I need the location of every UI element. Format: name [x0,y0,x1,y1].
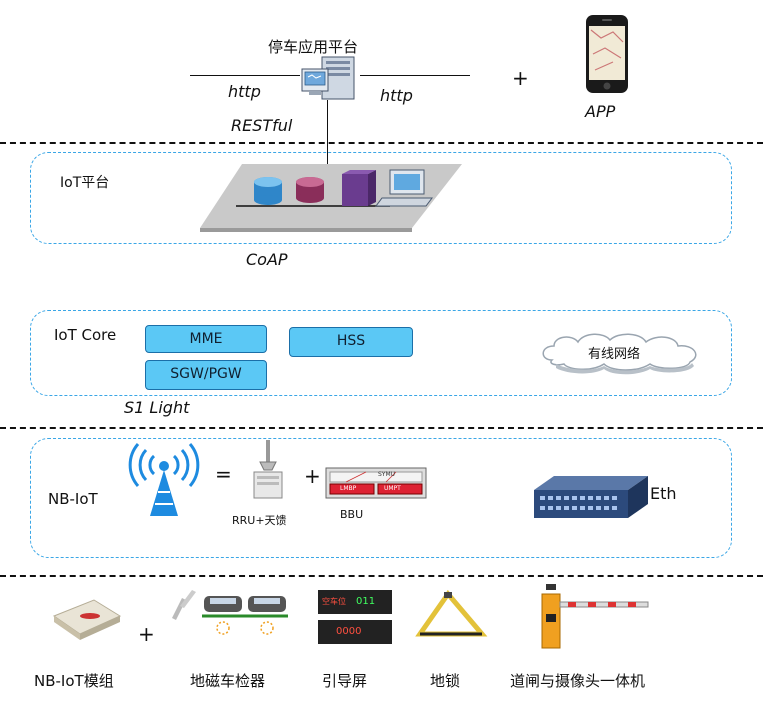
divider-3 [0,575,763,577]
smartphone-icon [586,15,628,93]
http-line-right [360,75,470,76]
iot-platform-panel [30,152,732,244]
nbiot-panel [30,438,732,558]
iot-platform-illustration [200,164,462,232]
http-line-left [190,75,300,76]
gate-camera-icon [541,584,649,649]
cloud-label: 有线网络 [588,347,641,362]
guide-screen-icon [318,590,392,644]
detector-label: 地磁车检器 [190,672,266,690]
ethernet-switch-icon [534,476,648,518]
guide-screen-line2: 011 [356,596,376,607]
restful-label: RESTful [231,116,293,135]
nbiot-label: NB-IoT [48,490,98,508]
server-icon [301,56,355,100]
bbu-board-symu: SYMU [378,471,396,478]
coap-label: CoAP [246,250,288,269]
bbu-board-umpt: UMPT [384,485,401,492]
magnetic-detector-icon [172,590,288,635]
iot-core-panel [30,310,732,396]
bbu-board-lmbp: LMBP [340,485,357,492]
nbiot-equals: = [215,462,232,486]
eth-label: Eth [650,484,677,503]
http-left-label: http [228,82,261,101]
http-right-label: http [380,86,413,105]
guide-screen-line1: 空车位 [322,597,346,606]
divider-1 [0,142,763,144]
nbiot-plus: + [304,464,321,488]
app-label: APP [585,102,616,121]
rru-icon [253,440,283,499]
nbiot-module-icon [52,599,122,640]
rru-label: RRU+天馈 [232,514,287,527]
parking-lock-label: 地锁 [430,672,461,690]
divider-2 [0,427,763,429]
module-label: NB-IoT模组 [34,672,114,690]
devices-plus: + [138,622,155,646]
sgw-pgw-box: SGW/PGW [145,360,267,390]
guide-screen-label: 引导屏 [322,672,368,690]
antenna-tower-icon [128,443,200,516]
platform-title: 停车应用平台 [268,38,359,56]
gate-camera-label: 道闸与摄像头一体机 [510,672,646,690]
mme-box: MME [145,325,267,353]
cloud-icon [542,333,697,375]
app-plus: + [512,66,529,90]
iot-platform-label: IoT平台 [60,175,110,191]
s1-light-label: S1 Light [124,398,190,417]
bbu-icon [325,467,427,499]
parking-lock-icon [415,589,488,637]
hss-box: HSS [289,327,413,357]
iot-core-label: IoT Core [54,326,117,344]
bbu-label: BBU [340,508,364,521]
guide-screen-line3: 0000 [336,626,362,637]
